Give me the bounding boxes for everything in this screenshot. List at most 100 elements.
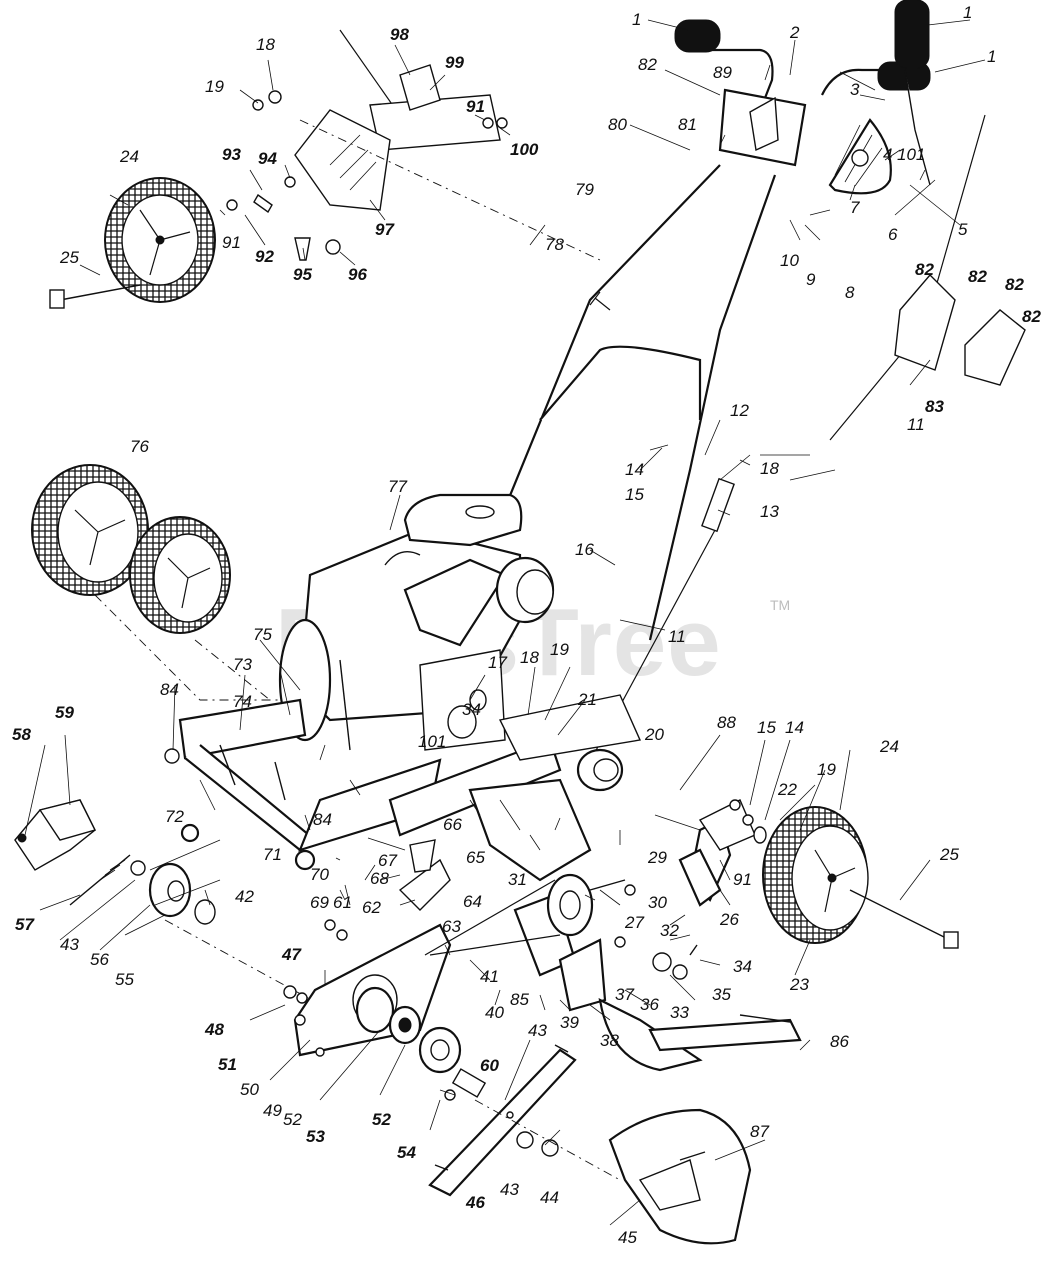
lower-handle-loop bbox=[539, 345, 702, 421]
callout-33: 33 bbox=[670, 1003, 689, 1022]
callout-labels: 1 1 1 2 3 4 101 5 6 7 8 9 10 11 11 12 13… bbox=[12, 3, 1041, 1247]
blade-guard-lower bbox=[598, 998, 703, 1072]
callout-97: 97 bbox=[375, 220, 395, 239]
callout-101: 101 bbox=[418, 732, 446, 751]
callout-75: 75 bbox=[253, 625, 272, 644]
callout-82: 82 bbox=[968, 267, 987, 286]
right-handle-tube bbox=[648, 174, 777, 641]
callout-31: 31 bbox=[508, 870, 527, 889]
callout-41: 41 bbox=[480, 967, 499, 986]
wheel-bolt-upper-left bbox=[59, 284, 141, 301]
callout-93: 93 bbox=[222, 145, 241, 164]
callout-74: 74 bbox=[233, 692, 252, 711]
callout-21: 21 bbox=[577, 690, 597, 709]
callout-78: 78 bbox=[545, 235, 564, 254]
callout-18: 18 bbox=[520, 648, 539, 667]
drive-shaft bbox=[424, 879, 556, 956]
frame-side-rail bbox=[184, 744, 317, 852]
callout-79: 79 bbox=[575, 180, 594, 199]
callout-4: 4 bbox=[883, 145, 892, 164]
callout-80: 80 bbox=[608, 115, 627, 134]
callout-10: 10 bbox=[780, 251, 799, 270]
callout-14: 14 bbox=[625, 460, 644, 479]
callout-11: 11 bbox=[907, 415, 925, 434]
callout-81: 81 bbox=[678, 115, 697, 134]
callout-30: 30 bbox=[648, 893, 667, 912]
blade-arm bbox=[468, 778, 592, 882]
upper-handle-right bbox=[821, 68, 890, 96]
callout-99: 99 bbox=[445, 53, 464, 72]
callout-1: 1 bbox=[963, 3, 972, 22]
callout-36: 36 bbox=[640, 995, 659, 1014]
callout-26: 26 bbox=[719, 910, 739, 929]
callout-43: 43 bbox=[60, 935, 79, 954]
callout-70: 70 bbox=[310, 865, 329, 884]
callout-20: 20 bbox=[644, 725, 664, 744]
callout-49: 49 bbox=[263, 1101, 282, 1120]
callout-16: 16 bbox=[575, 540, 594, 559]
callout-65: 65 bbox=[466, 848, 485, 867]
callout-42: 42 bbox=[235, 887, 254, 906]
callout-1: 1 bbox=[632, 10, 641, 29]
bracket-clip bbox=[399, 64, 441, 111]
callout-24: 24 bbox=[879, 737, 899, 756]
callout-77: 77 bbox=[388, 477, 407, 496]
callout-17: 17 bbox=[488, 653, 507, 672]
callout-62: 62 bbox=[362, 898, 381, 917]
callout-15: 15 bbox=[757, 718, 776, 737]
scraper-86 bbox=[648, 1018, 802, 1052]
leader-lines bbox=[24, 19, 986, 1226]
callout-101: 101 bbox=[897, 145, 925, 164]
callout-18: 18 bbox=[256, 35, 275, 54]
wheel-bracket-plate bbox=[294, 109, 391, 211]
callout-68: 68 bbox=[370, 869, 389, 888]
wheel-bracket-inset bbox=[49, 29, 601, 309]
callout-14: 14 bbox=[785, 718, 804, 737]
frame-main-plate bbox=[298, 758, 442, 852]
callout-52: 52 bbox=[283, 1110, 302, 1129]
callout-7: 7 bbox=[850, 198, 860, 217]
callout-34: 34 bbox=[733, 957, 752, 976]
callout-59: 59 bbox=[55, 703, 74, 722]
callout-82: 82 bbox=[1022, 307, 1041, 326]
callout-91: 91 bbox=[466, 97, 485, 116]
callout-9: 9 bbox=[806, 270, 816, 289]
callout-15: 15 bbox=[625, 485, 644, 504]
rear-wheels bbox=[31, 464, 300, 701]
engine-mount-plate bbox=[498, 694, 642, 761]
callout-91: 91 bbox=[222, 233, 241, 252]
control-lever-grip bbox=[894, 0, 930, 69]
callout-22: 22 bbox=[777, 780, 797, 799]
fuel-cap bbox=[465, 505, 495, 519]
callout-66: 66 bbox=[443, 815, 462, 834]
callout-3: 3 bbox=[850, 80, 860, 99]
callout-52: 52 bbox=[372, 1110, 391, 1129]
callout-8: 8 bbox=[845, 283, 855, 302]
callout-6: 6 bbox=[888, 225, 898, 244]
engine-bolt bbox=[339, 659, 351, 751]
left-hardware bbox=[14, 799, 331, 1011]
callout-38: 38 bbox=[600, 1031, 619, 1050]
callout-85: 85 bbox=[510, 990, 529, 1009]
callout-54: 54 bbox=[397, 1143, 416, 1162]
callout-82: 82 bbox=[1005, 275, 1024, 294]
lower-guards bbox=[428, 1014, 802, 1245]
throttle-cover bbox=[964, 309, 1026, 386]
callout-86: 86 bbox=[830, 1032, 849, 1051]
callout-11: 11 bbox=[668, 627, 686, 646]
callout-34: 34 bbox=[462, 700, 481, 719]
hand-grip-left bbox=[674, 19, 721, 53]
callout-67: 67 bbox=[378, 851, 397, 870]
handle-assembly bbox=[498, 0, 1026, 781]
callout-25: 25 bbox=[59, 248, 79, 267]
callout-96: 96 bbox=[348, 265, 367, 284]
callout-39: 39 bbox=[560, 1013, 579, 1032]
callout-83: 83 bbox=[925, 397, 944, 416]
callout-13: 13 bbox=[760, 502, 779, 521]
bolt-87 bbox=[679, 1151, 706, 1161]
callout-5: 5 bbox=[958, 220, 968, 239]
callout-57: 57 bbox=[15, 915, 35, 934]
callout-55: 55 bbox=[115, 970, 134, 989]
spark-plug-wire bbox=[384, 551, 421, 566]
